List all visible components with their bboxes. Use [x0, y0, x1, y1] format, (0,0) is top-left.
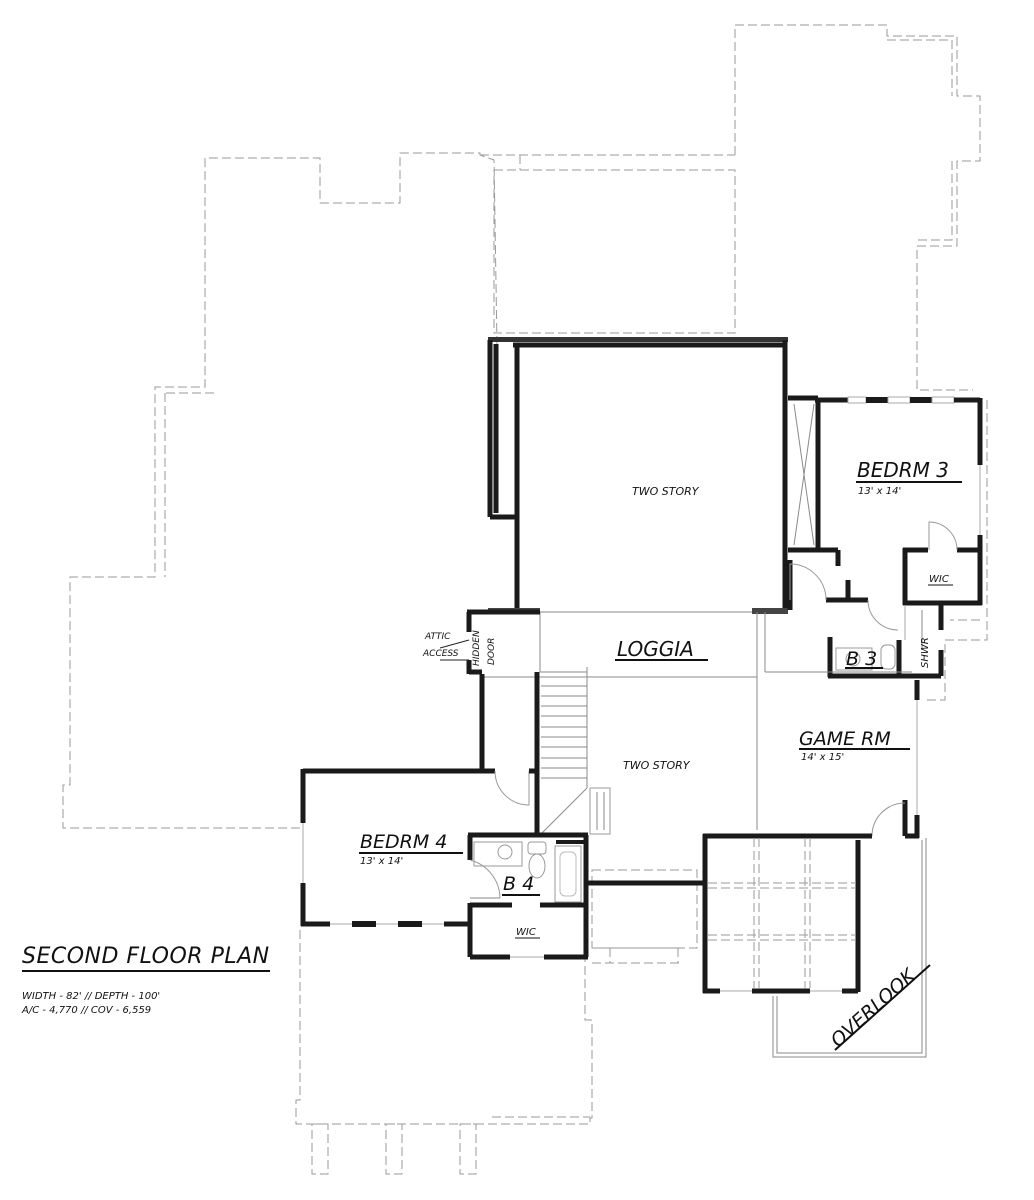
overlook-structure — [588, 833, 931, 1058]
bedroom3-size: 13' x 14' — [858, 486, 901, 497]
bedroom3-walls — [789, 396, 983, 679]
loggia-label: LOGGIA — [617, 637, 694, 661]
bath4-label: B 4 — [503, 873, 534, 895]
two-story-upper-walls — [487, 337, 788, 614]
bedroom4-walls — [300, 768, 589, 960]
loggia-area — [439, 609, 912, 830]
linen-column — [787, 395, 841, 610]
hidden-door-line1: HIDDEN — [472, 630, 482, 666]
game-room-size: 14' x 15' — [801, 752, 844, 763]
plan-title: SECOND FLOOR PLAN — [22, 944, 270, 972]
bedroom3-label: BEDRM 3 — [857, 458, 949, 482]
hidden-door-line2: DOOR — [487, 638, 497, 665]
bedroom4-size: 13' x 14' — [360, 856, 403, 867]
attic-access-line1: ATTIC — [424, 632, 451, 642]
shower-label: SHWR — [920, 637, 931, 668]
bath3-label: B 3 — [846, 648, 877, 670]
game-room-walls — [871, 680, 920, 839]
first-floor-outline — [62, 24, 988, 1175]
plan-specs: WIDTH - 82' // DEPTH - 100' A/C - 4,770 … — [22, 990, 270, 1018]
stairs — [534, 667, 611, 835]
wic3-label: WIC — [929, 574, 949, 585]
overlook-label: OVERLOOK — [827, 964, 921, 1052]
plan-area: A/C - 4,770 // COV - 6,559 — [22, 1005, 152, 1016]
bedroom4-label: BEDRM 4 — [360, 831, 447, 853]
two-story-lower-label: TWO STORY — [623, 759, 691, 772]
two-story-upper-label: TWO STORY — [632, 485, 700, 498]
plan-title-block: SECOND FLOOR PLAN WIDTH - 82' // DEPTH -… — [22, 944, 270, 1018]
game-room-label: GAME RM — [799, 728, 891, 750]
wic4-label: WIC — [516, 927, 536, 938]
plan-dimensions: WIDTH - 82' // DEPTH - 100' — [22, 991, 161, 1002]
attic-access-line2: ACCESS — [422, 649, 459, 659]
